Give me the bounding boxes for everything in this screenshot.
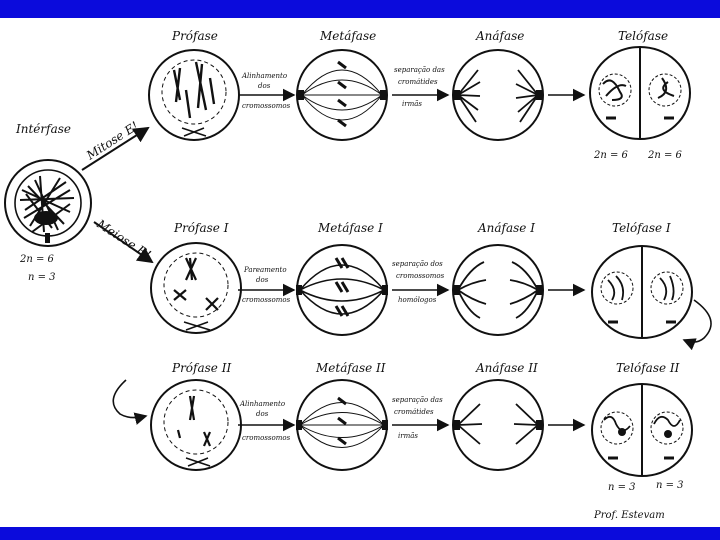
meiosis2-anaphase-cell [453,380,543,470]
mitosis-note-2a: separação das [394,66,445,74]
mitosis-note-1a: Alinhamento [241,72,287,80]
meiosis1-prophase-cell [151,243,241,333]
mitosis-note-1b: dos [258,82,271,90]
mitosis-telophase-cells [590,47,690,139]
meiosis1-note-1a: Pareamento [243,266,287,274]
meiosis1-note-1b: dos [256,276,269,284]
meiosis1-return-arrow [684,300,711,342]
meiosis2-note-1c: cromossomos [242,434,291,442]
mitosis-metaphase-label: Metáfase [319,29,376,43]
mitosis-note-2c: irmãs [402,100,422,108]
meiosis2-anaphase-label: Anáfase II [475,361,538,375]
meiosis1-note-2a: separação dos [392,260,443,268]
interphase-cell [5,160,91,246]
interphase-label: Intérfase [15,122,71,136]
meiosis2-note-1a: Alinhamento [239,400,285,408]
mitosis-note-2b: cromátides [398,78,438,86]
meiosis-branch-label: Meiose R! [94,216,154,262]
meiosis1-anaphase-cell [453,245,543,335]
mitosis-note-1c: cromossomos [242,102,291,110]
meiosis2-note-2a: separação das [392,396,443,404]
meiosis2-count-right: n = 3 [656,480,684,491]
interphase-ploidy: 2n = 6 [19,254,55,265]
mitosis-prophase-cell [149,50,239,140]
meiosis1-metaphase-cell [296,245,388,335]
meiosis2-entry-arrow [113,380,146,418]
meiosis1-note-1c: cromossomos [242,296,291,304]
mitosis-count-left: 2n = 6 [593,150,629,161]
meiosis2-metaphase-label: Metáfase II [315,361,386,375]
mitosis-branch-label: Mitose E! [83,119,141,163]
meiosis2-count-left: n = 3 [608,482,636,493]
meiosis1-note-2b: cromossomos [396,272,445,280]
meiosis2-note-1b: dos [256,410,269,418]
meiosis2-note-2c: irmãs [398,432,418,440]
meiosis2-note-2b: cromátides [394,408,434,416]
mitosis-metaphase-cell [297,50,387,140]
meiosis2-prophase-label: Prófase II [171,361,231,375]
mitosis-anaphase-cell [453,50,543,140]
meiosis1-metaphase-label: Metáfase I [317,221,383,235]
meiosis1-telophase-cells [592,246,692,338]
meiosis2-metaphase-cell [296,380,388,470]
meiosis1-anaphase-label: Anáfase I [477,221,535,235]
signature: Prof. Estevam [593,510,665,521]
mitosis-telophase-label: Telófase [618,29,668,43]
meiosis2-telophase-label: Telófase II [616,361,680,375]
meiosis1-telophase-label: Telófase I [612,221,671,235]
mitosis-prophase-label: Prófase [171,29,218,43]
meiosis2-prophase-cell [151,380,241,470]
meiosis2-telophase-cells [592,384,692,476]
interphase-haploid: n = 3 [28,272,56,283]
mitosis-count-right: 2n = 6 [647,150,683,161]
meiosis1-prophase-label: Prófase I [173,221,229,235]
meiosis1-note-2c: homólogos [398,296,437,304]
mitosis-anaphase-label: Anáfase [475,29,524,43]
